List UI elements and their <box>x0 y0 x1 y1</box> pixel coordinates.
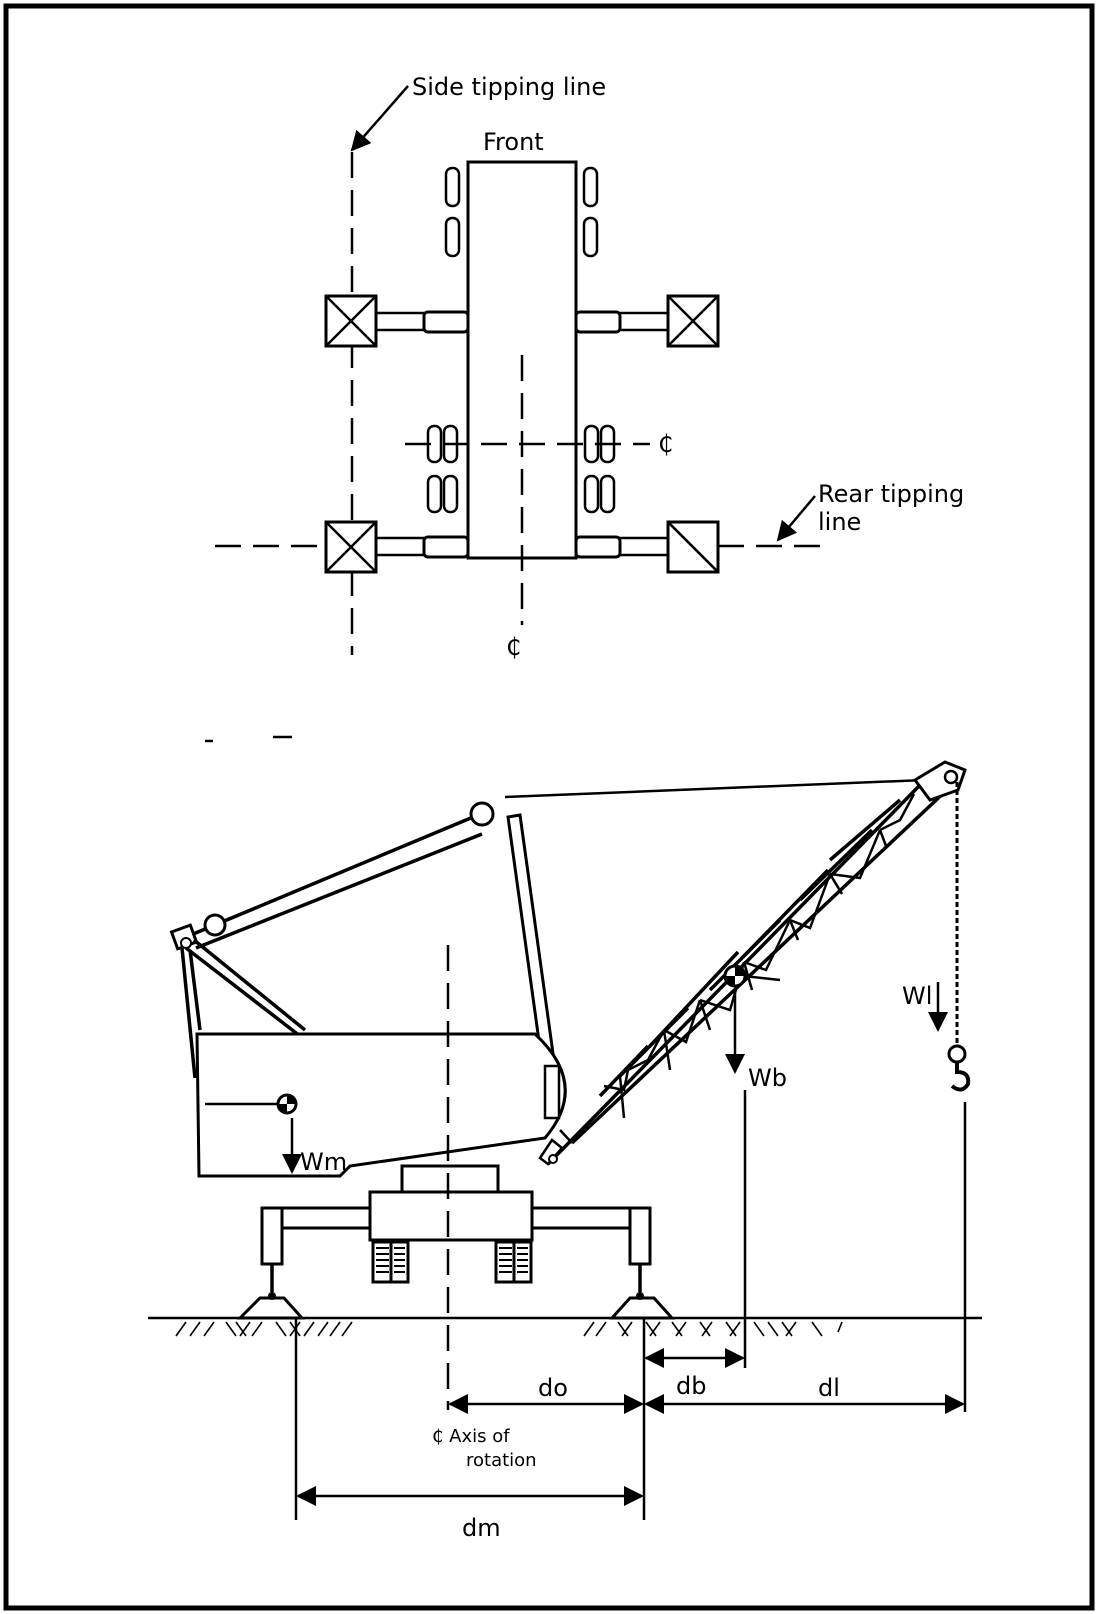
outrigger-pad-rear-right <box>666 520 720 574</box>
gantry-strut <box>185 813 479 939</box>
gantry-sheave-left <box>203 913 227 937</box>
w-b-label: Wb <box>748 1064 787 1092</box>
gantry-sheave-right <box>469 801 495 827</box>
machinery-house <box>195 1032 567 1178</box>
side-tipping-line-label: Side tipping line <box>412 73 606 101</box>
outrigger-pad-front-left <box>324 294 378 348</box>
tires <box>371 1240 533 1284</box>
turntable <box>400 1164 500 1196</box>
d-l-label: dl <box>818 1374 840 1402</box>
figure-border <box>3 3 1095 1611</box>
plan-view: Side tipping line Front <box>215 73 964 661</box>
rear-outriggers <box>324 520 720 574</box>
w-m-label: Wm <box>300 1148 347 1176</box>
d-o-label: do <box>538 1374 568 1402</box>
d-m-label: dm <box>462 1514 501 1542</box>
outrigger-jack-left <box>260 1206 284 1266</box>
axis-of-rotation-label-1: ₵ Axis of <box>432 1426 510 1447</box>
carbody <box>368 1190 534 1242</box>
rear-tipping-line-label-2: line <box>818 508 861 536</box>
front-wheels <box>444 166 599 258</box>
outrigger-beam-right <box>530 1206 640 1230</box>
centerline-symbol-transverse: ₵ <box>658 430 673 458</box>
front-label: Front <box>483 128 544 156</box>
outrigger-float-left <box>236 1296 306 1320</box>
outrigger-pad-front-right <box>666 294 720 348</box>
hook <box>950 1062 971 1092</box>
boom-pendant <box>504 778 926 799</box>
outrigger-float-right <box>608 1296 676 1320</box>
lattice-boom <box>538 760 967 1166</box>
outrigger-jack-right <box>628 1206 652 1266</box>
ground-hatching <box>175 1321 843 1337</box>
elevation-view: Wm <box>148 735 982 1542</box>
axis-of-rotation-label-2: rotation <box>466 1450 537 1471</box>
rear-tipping-leader <box>776 495 816 542</box>
w-l-label: Wl <box>902 982 932 1010</box>
side-tipping-leader <box>350 85 409 152</box>
front-outriggers <box>324 294 720 348</box>
outrigger-pad-rear-left <box>324 520 378 574</box>
rear-tipping-line-label-1: Rear tipping <box>818 480 964 508</box>
outrigger-beam-left <box>278 1206 372 1230</box>
centerline-symbol-longitudinal: ₵ <box>506 633 521 661</box>
d-b-label: db <box>676 1372 706 1400</box>
